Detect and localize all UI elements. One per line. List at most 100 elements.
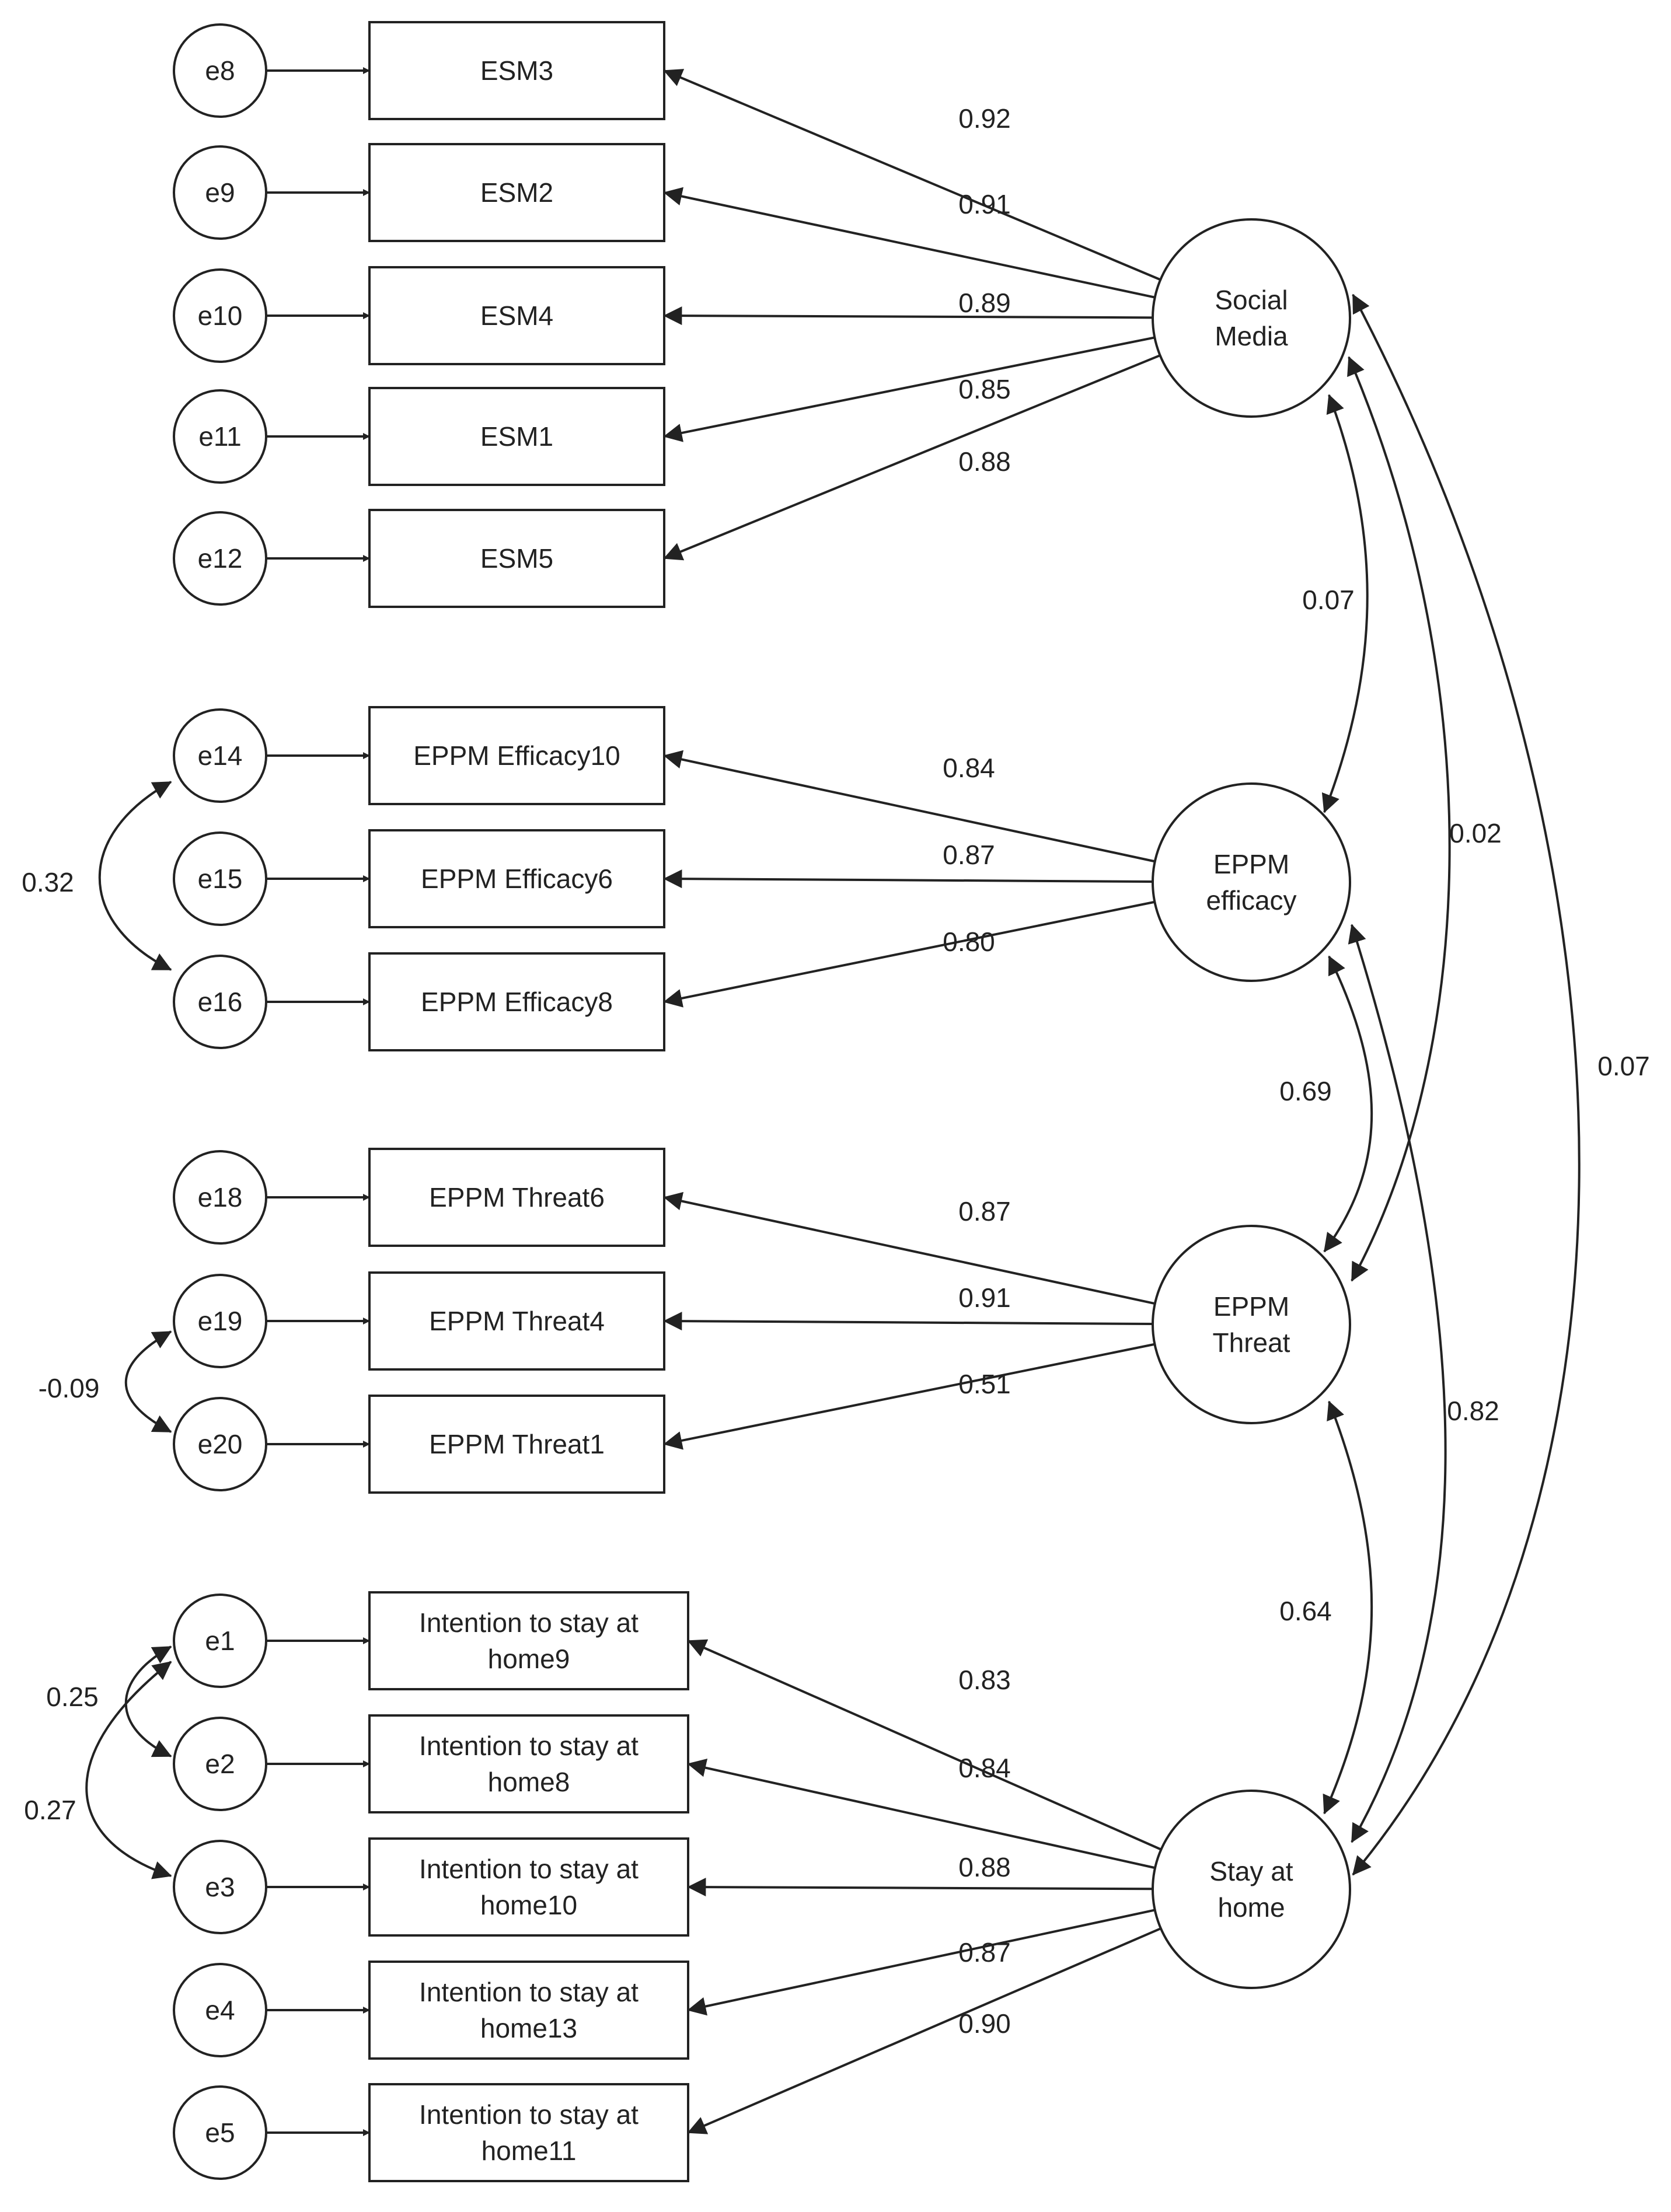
indicator-label: home8 [488,1767,570,1797]
latent-label: EPPM [1213,1291,1289,1322]
error-e9: e9 [173,145,267,240]
error-label: e18 [198,1182,243,1212]
loading-label-esm1: 0.85 [958,374,1011,404]
latent-covariance-social-media-stay-at-home [1352,293,1581,1876]
indicator-label: ESM3 [480,55,553,86]
loading-label-eppm-efficacy10: 0.84 [943,753,995,783]
indicator-esm2: ESM2 [368,143,665,242]
indicator-esm5: ESM5 [368,509,665,608]
error-label: e4 [205,1995,235,2025]
latent-covariance-label: 0.69 [1279,1076,1332,1106]
error-e2: e2 [173,1717,267,1811]
loading-path-intention-to-stay-at-home13 [687,1909,1156,2016]
latent-covariance-label: 0.07 [1597,1051,1650,1081]
latent-covariance-eppm-efficacy-stay-at-home [1348,924,1447,1843]
indicator-label: Intention to stay at [419,2099,639,2130]
error-label: e1 [205,1626,235,1656]
loading-label-esm4: 0.89 [958,288,1011,318]
error-covariance-e1-e3 [85,1661,172,1879]
error-label: e8 [205,55,235,86]
loading-label-esm2: 0.91 [958,189,1011,219]
error-covariance-label: -0.09 [39,1373,100,1403]
indicator-label: Intention to stay at [419,1608,639,1638]
loading-path-esm5 [663,354,1161,561]
indicator-label: home10 [480,1890,577,1920]
error-label: e12 [198,543,243,574]
loading-label-intention-to-stay-at-home13: 0.87 [958,1937,1011,1968]
indicator-label: EPPM Efficacy10 [413,740,620,771]
loading-path-eppm-threat4 [663,1312,1153,1331]
error-label: e11 [198,421,241,452]
latent-covariance-label: 0.07 [1302,585,1355,615]
error-label: e20 [198,1429,243,1459]
indicator-eppm-efficacy10: EPPM Efficacy10 [368,706,665,805]
indicator-esm1: ESM1 [368,387,665,486]
error-label: e19 [198,1306,243,1336]
loading-label-intention-to-stay-at-home10: 0.88 [958,1852,1011,1882]
latent-label: Media [1215,321,1288,351]
indicator-eppm-threat1: EPPM Threat1 [368,1395,665,1494]
error-covariance-label: 0.25 [46,1682,99,1712]
error-e10: e10 [173,268,267,363]
error-e14: e14 [173,708,267,803]
latent-eppm-efficacy: EPPM efficacy [1152,782,1351,982]
indicator-label: Intention to stay at [419,1854,639,1884]
latent-label: efficacy [1206,885,1296,915]
error-label: e10 [198,300,243,331]
loading-path-eppm-threat6 [663,1191,1156,1305]
error-e19: e19 [173,1274,267,1368]
loading-label-eppm-efficacy6: 0.87 [943,840,995,870]
error-covariance-e1-e2 [124,1645,172,1757]
error-e12: e12 [173,511,267,606]
indicator-eppm-threat6: EPPM Threat6 [368,1148,665,1247]
latent-covariance-label: 0.02 [1449,818,1502,848]
indicator-label: home13 [480,2013,577,2043]
loading-label-intention-to-stay-at-home11: 0.90 [958,2008,1011,2039]
indicator-esm4: ESM4 [368,266,665,365]
loading-path-intention-to-stay-at-home11 [687,1927,1161,2134]
loading-label-eppm-threat1: 0.51 [958,1369,1011,1399]
error-label: e3 [205,1872,235,1902]
loading-path-esm2 [663,187,1156,299]
error-e11: e11 [173,389,267,484]
loading-path-eppm-efficacy8 [663,900,1155,1008]
latent-covariance-label: 0.64 [1279,1596,1332,1626]
edges-layer [85,67,1581,2136]
loading-path-eppm-efficacy10 [663,750,1156,863]
loading-path-eppm-threat1 [663,1343,1155,1450]
loading-path-esm4 [663,306,1153,326]
latent-label: EPPM [1213,849,1289,879]
indicator-label: ESM1 [480,421,553,452]
loading-path-eppm-efficacy6 [663,869,1153,889]
loading-label-esm3: 0.92 [958,103,1011,134]
loading-path-esm3 [663,69,1161,281]
loading-label-intention-to-stay-at-home8: 0.84 [958,1753,1011,1783]
error-covariance-e19-e20 [124,1330,172,1433]
indicator-eppm-threat4: EPPM Threat4 [368,1271,665,1371]
error-e20: e20 [173,1397,267,1491]
loading-path-esm1 [663,336,1155,442]
error-covariance-label: 0.32 [22,867,74,897]
indicator-label: EPPM Threat6 [429,1182,605,1212]
loading-label-esm5: 0.88 [958,446,1011,477]
error-covariance-label: 0.27 [24,1795,76,1825]
indicator-label: EPPM Threat4 [429,1306,605,1336]
loading-label-eppm-threat4: 0.91 [958,1283,1011,1313]
indicator-label: EPPM Efficacy6 [421,864,613,894]
error-e1: e1 [173,1594,267,1688]
error-e3: e3 [173,1840,267,1934]
error-label: e9 [205,177,235,208]
loading-label-eppm-threat6: 0.87 [958,1196,1011,1226]
error-label: e16 [198,987,243,1017]
latent-covariance-eppm-threat-stay-at-home [1323,1400,1373,1815]
loading-label-intention-to-stay-at-home9: 0.83 [958,1665,1011,1695]
latent-label: Stay at [1209,1856,1293,1886]
latent-covariance-social-media-eppm-threat [1347,356,1451,1282]
